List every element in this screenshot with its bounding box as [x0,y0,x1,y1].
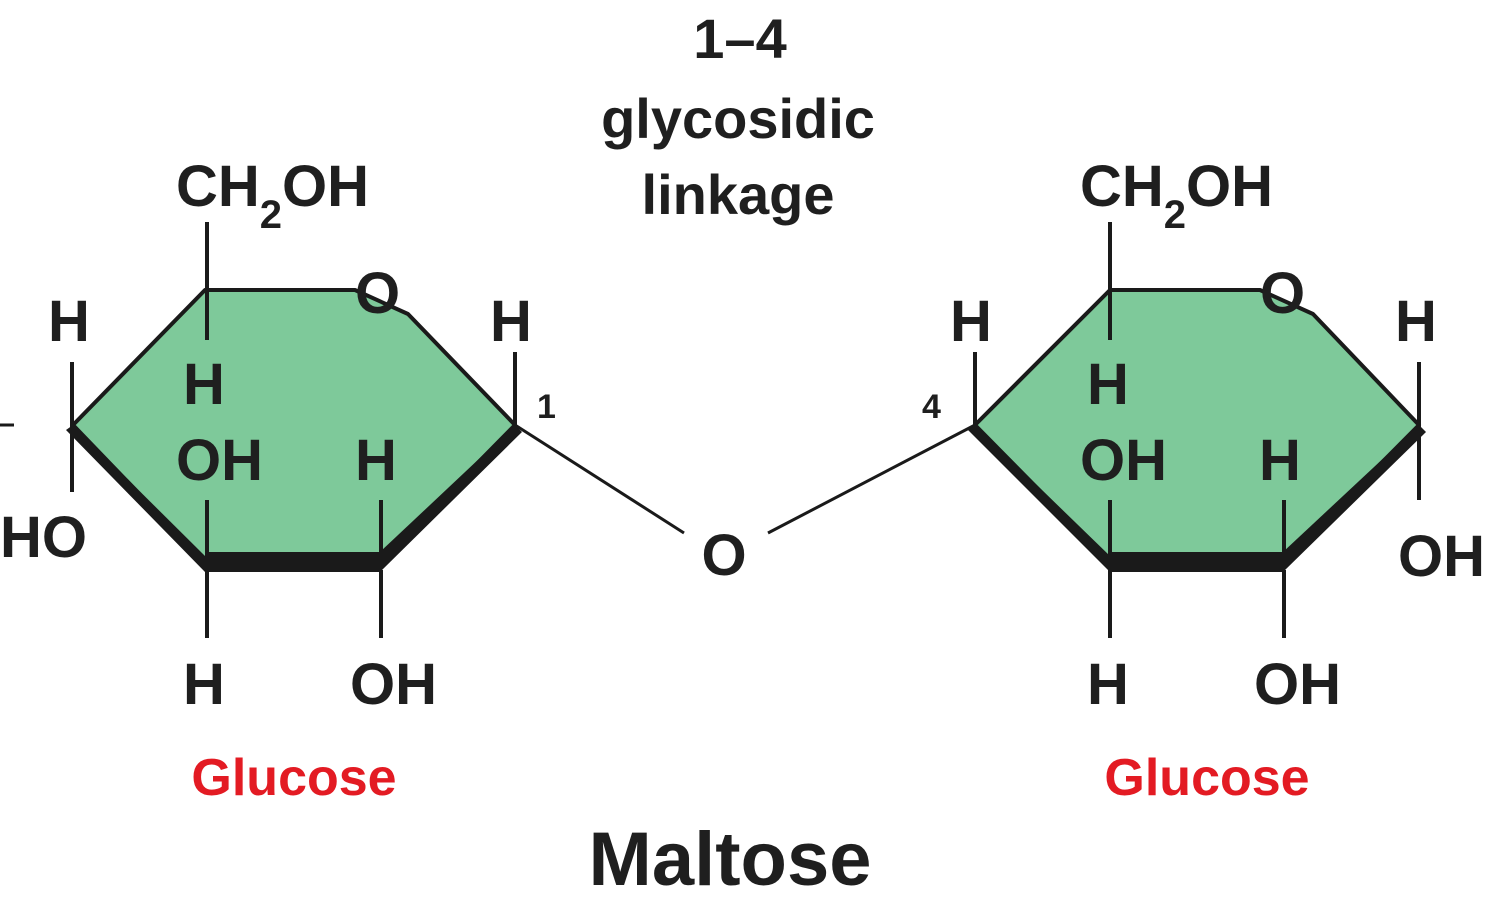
right-glucose-ring: CH2OH O H 4 H OH H OH H H OH Glucose [922,154,1485,807]
left-c3-h-upper: H [183,352,225,417]
left-ch2oh-label: CH2OH [176,154,369,237]
right-c3-h-lower: H [1087,652,1129,717]
right-ring-bold-edge-bottom [1110,552,1283,572]
left-c4-ho: HO [0,505,87,570]
left-ring-fill [71,288,517,564]
bridge-bond-right [767,423,976,535]
right-ring-oxygen: O [1260,261,1305,326]
linkage-number: 1–4 [693,7,786,70]
left-c2-h-upper: H [355,428,397,493]
left-c1-h: H [490,289,532,354]
linkage-label-line1: glycosidic [601,87,875,150]
right-c1-h: H [1395,289,1437,354]
linkage-label-line2: linkage [642,163,835,226]
right-c1-oh: OH [1398,524,1485,589]
left-ring-bold-edge-left [66,425,205,572]
right-ring-bold-edge-left [968,425,1110,572]
left-glucose-ring: CH2OH O H HO H 1 H OH H H OH Glucose [0,154,556,807]
left-glucose-label: Glucose [191,749,396,807]
right-c4-number: 4 [922,388,941,426]
right-c3-oh: OH [1080,428,1167,493]
left-c2-oh-lower: OH [350,652,437,717]
right-c3-h-upper: H [1087,352,1129,417]
left-ring-oxygen: O [355,261,400,326]
bridge-oxygen: O [701,523,746,588]
left-c4-h: H [48,289,90,354]
right-c4-h: H [950,289,992,354]
left-ring-bold-edge-right [380,425,522,572]
bridge-bond-left [514,423,685,535]
right-ring-bold-edge-right [1283,425,1426,572]
left-ring-bold-edge-bottom [205,552,380,572]
maltose-title: Maltose [589,817,872,902]
left-c3-h-lower: H [183,652,225,717]
right-c2-h-upper: H [1259,428,1301,493]
left-c1-number: 1 [537,388,556,426]
right-ch2oh-label: CH2OH [1080,154,1273,237]
right-glucose-label: Glucose [1104,749,1309,807]
right-ring-fill [973,288,1421,564]
left-c3-oh: OH [176,428,263,493]
right-c2-oh-lower: OH [1254,652,1341,717]
